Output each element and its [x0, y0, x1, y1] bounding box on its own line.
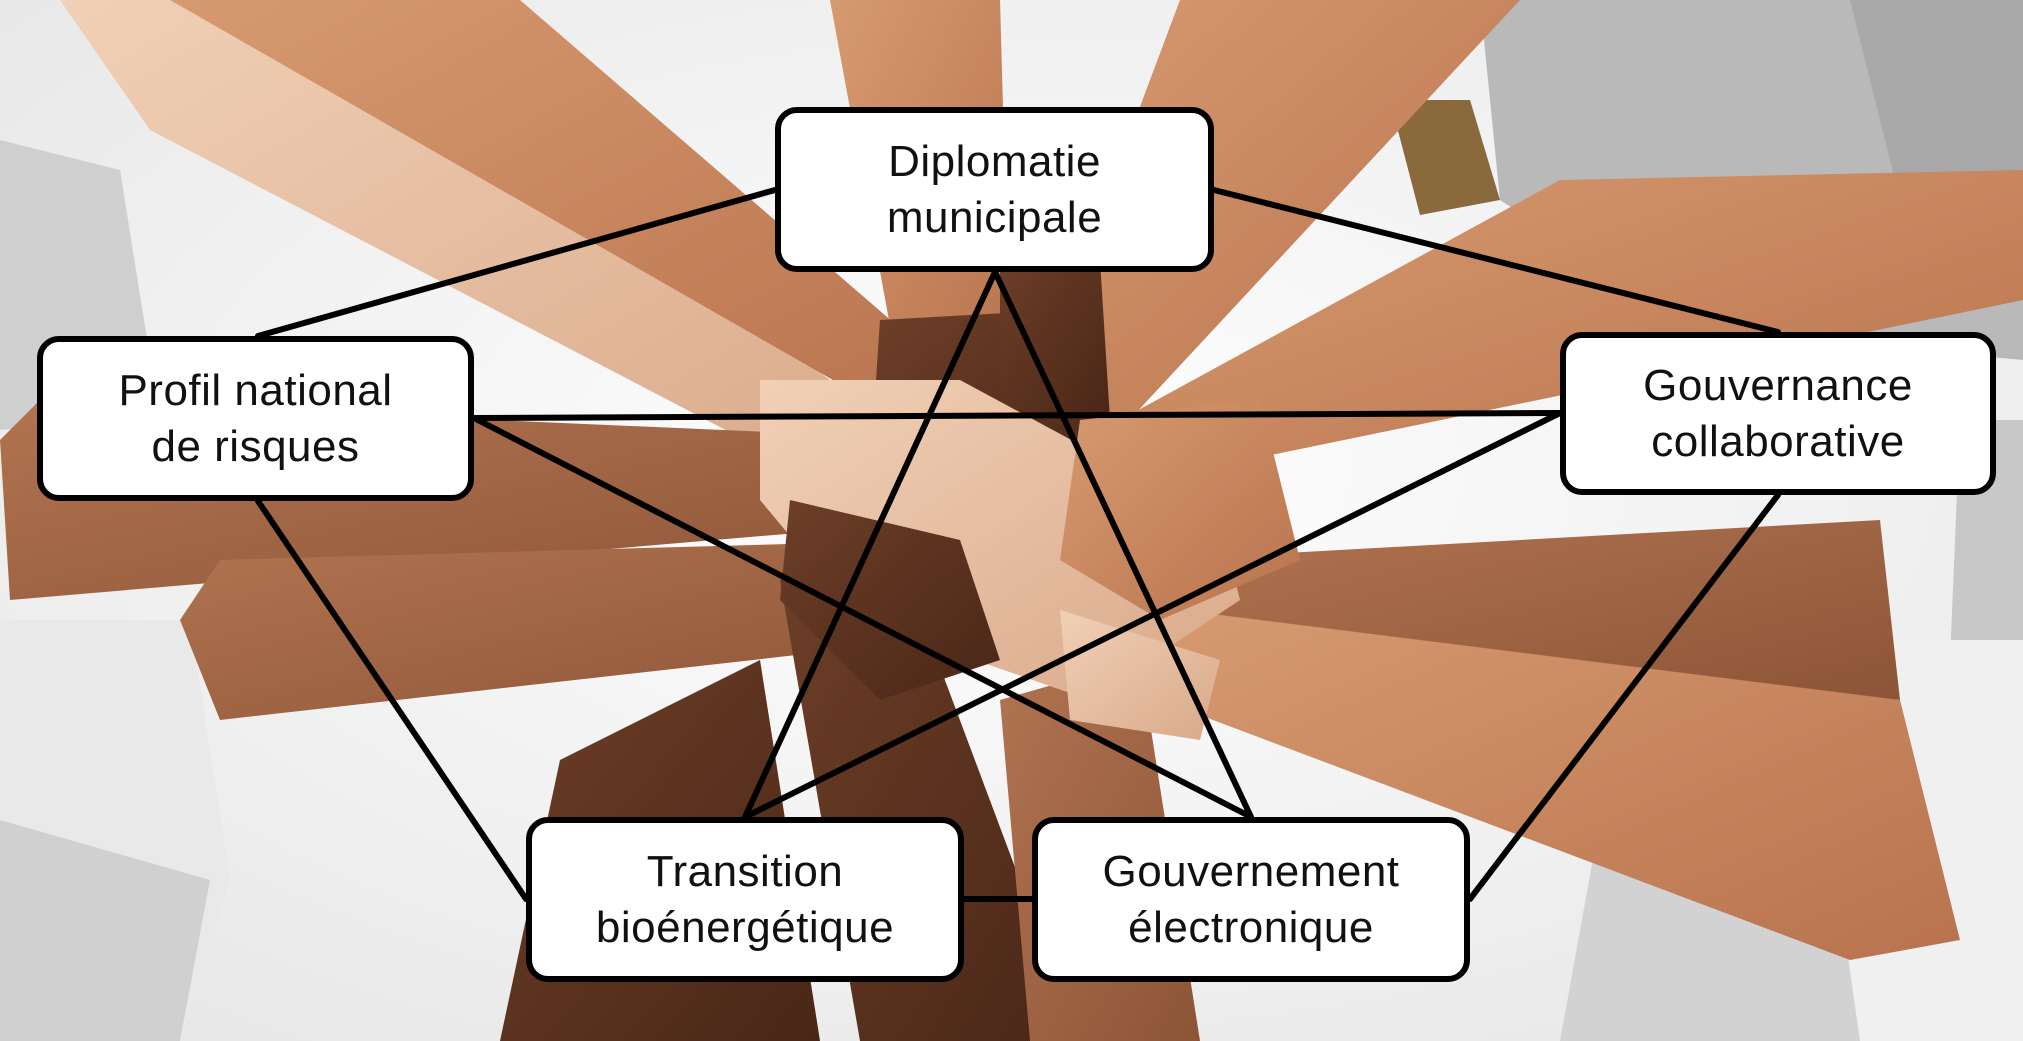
- edge-gouvernance-gouvernement: [1467, 492, 1781, 902]
- node-profil-national-de-risques: Profil national de risques: [37, 336, 474, 501]
- edge-profil-gouvernance: [471, 410, 1563, 421]
- node-label: Gouvernement électronique: [1102, 846, 1400, 952]
- node-label: Transition bioénergétique: [595, 846, 895, 952]
- node-gouvernement-electronique: Gouvernement électronique: [1032, 817, 1470, 982]
- node-gouvernance-collaborative: Gouvernance collaborative: [1560, 332, 1996, 495]
- edge-profil-transition: [255, 498, 529, 902]
- node-label: Diplomatie municipale: [886, 136, 1103, 242]
- edge-diplomatie-transition: [742, 269, 998, 820]
- node-diplomatie-municipale: Diplomatie municipale: [775, 107, 1214, 272]
- node-transition-bioenergetique: Transition bioénergétique: [526, 817, 964, 982]
- edge-diplomatie-profil: [255, 187, 778, 339]
- edge-diplomatie-gouvernement: [992, 269, 1254, 820]
- edge-diplomatie-gouvernance: [1211, 187, 1781, 335]
- edge-gouvernance-transition: [742, 410, 1563, 820]
- node-label: Profil national de risques: [118, 365, 393, 471]
- node-label: Gouvernance collaborative: [1643, 360, 1913, 466]
- edge-profil-gouvernement: [471, 415, 1254, 820]
